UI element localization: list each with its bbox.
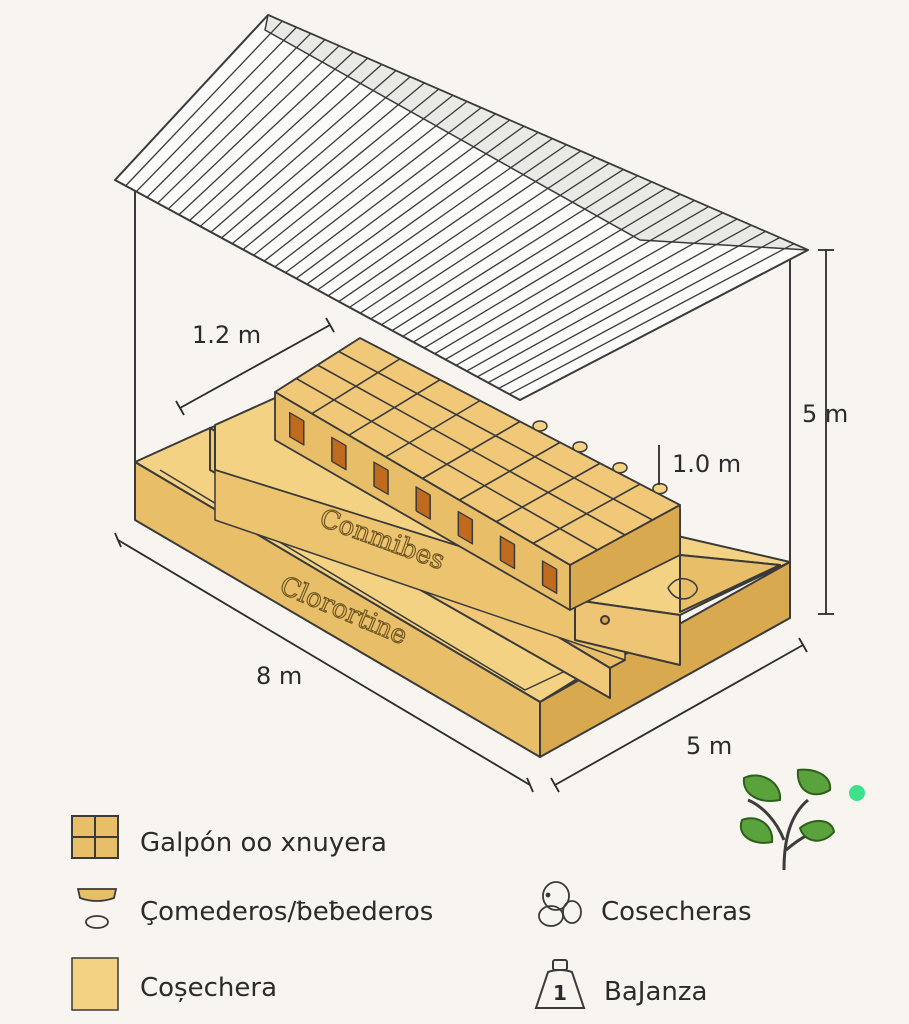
egg-markers (532, 420, 668, 495)
egg-icon (652, 482, 668, 495)
roof-line (253, 94, 454, 256)
nest-openings (289, 411, 558, 595)
grid-square-icon (71, 815, 119, 859)
roof-line (370, 162, 610, 320)
dimension-length (114, 532, 534, 793)
roof-line (434, 199, 695, 355)
egg-cluster-icon (538, 881, 582, 927)
roof-line (498, 237, 780, 389)
nest-opening (457, 510, 474, 545)
nest-opening (415, 486, 431, 520)
roof-line (466, 218, 738, 372)
width-label: 5 m (686, 732, 732, 760)
feeder-dot-icon (600, 615, 610, 625)
roof-line (295, 119, 510, 279)
legend: Galpón oo xnuyera Ҫomederos/ƀeƀederos Co… (71, 815, 752, 1011)
roof-line (285, 113, 496, 274)
roof-line (381, 169, 624, 326)
roof-line (487, 230, 766, 384)
dimension-width (550, 637, 808, 793)
roof-line (477, 224, 752, 378)
roof-line (263, 101, 468, 262)
pillars (134, 190, 791, 565)
egg-icon (612, 461, 628, 474)
legend-item-cosechera: Coșechera (140, 973, 277, 1003)
side-room (574, 554, 781, 666)
roof-line (402, 181, 653, 337)
roof-line (423, 193, 681, 349)
feeder-icon (76, 888, 118, 929)
roof (114, 14, 809, 401)
roof-line (274, 107, 482, 268)
plain-square-icon (71, 957, 119, 1011)
nest-opening (373, 461, 389, 496)
roof-line (157, 39, 326, 204)
inner-height-label: 1.0 m (672, 450, 741, 478)
roof-line (199, 63, 383, 227)
scale-badge: 1 (553, 981, 567, 1005)
nest-opening (289, 411, 305, 446)
depth-label: 1.2 m (192, 321, 261, 349)
nest-grid-line (338, 350, 653, 521)
roof-line (455, 212, 724, 366)
legend-item-galpon: Galpón oo xnuyera (140, 828, 387, 858)
dimension-height (818, 249, 834, 615)
egg-icon (572, 441, 588, 453)
roof-line (509, 243, 795, 395)
bird-icon (667, 577, 698, 600)
roof-line (125, 20, 283, 187)
nest-grid-line (295, 377, 598, 551)
roof-corrugation (125, 20, 795, 395)
nest-opening (541, 560, 558, 595)
legend-item-cosecheras: Cosecheras (601, 897, 752, 927)
nest-opening (499, 535, 516, 570)
nest-opening (331, 436, 347, 471)
nest-box-block (274, 337, 681, 611)
roof-line (445, 206, 709, 361)
roof-line (413, 187, 667, 343)
roof-line (231, 82, 425, 245)
egg-icon (532, 420, 548, 432)
roof-line (306, 125, 525, 285)
nest-grid-line (317, 364, 626, 536)
roof-line (327, 138, 553, 297)
roof-line (178, 51, 354, 216)
roof-line (167, 45, 340, 210)
roof-line (359, 156, 596, 314)
dimension-depth (175, 317, 335, 416)
nest-grid (274, 337, 681, 566)
nest-grid-line (359, 337, 681, 506)
roof-line (317, 131, 539, 291)
roof-line (210, 70, 397, 233)
roof-line (189, 57, 368, 222)
roof-line (338, 144, 567, 303)
length-label: 8 m (256, 662, 302, 690)
plant-icon (739, 768, 835, 871)
roof-line (349, 150, 581, 308)
roof-line (135, 26, 297, 193)
height-label: 5 m (802, 400, 848, 428)
roof-line (242, 88, 439, 250)
status-dot (849, 785, 865, 801)
roof-line (221, 76, 411, 239)
nest-grid-line (274, 391, 571, 566)
roof-line (146, 33, 312, 198)
scale-icon (534, 959, 586, 1009)
roof-line (391, 175, 638, 332)
legend-item-comederos: Ҫomederos/ƀeƀederos (140, 897, 433, 927)
legend-item-balanza: BaJanza (604, 977, 707, 1007)
